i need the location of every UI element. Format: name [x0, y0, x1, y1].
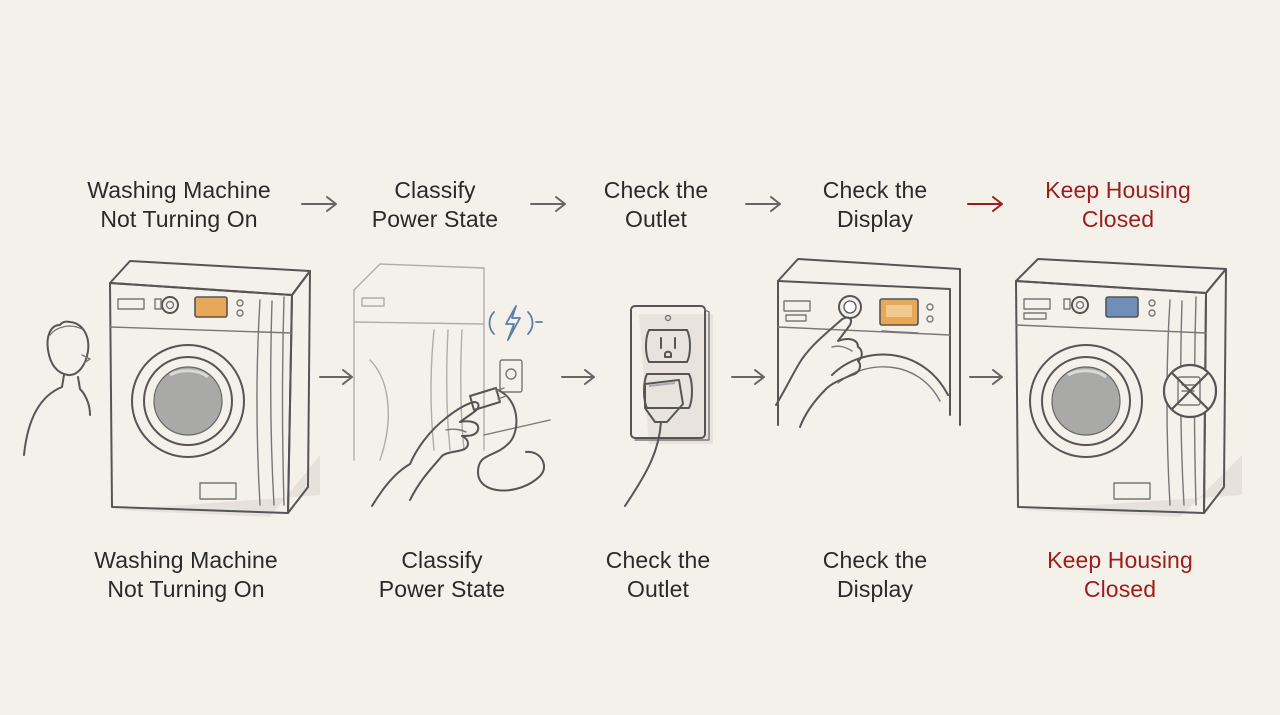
label-line: Not Turning On	[107, 576, 265, 602]
bottom-label-step-3: Check the Outlet	[538, 546, 778, 604]
right-arrow-icon	[301, 196, 337, 212]
label-line: Check the	[822, 547, 928, 573]
bottom-label-step-2: Classify Power State	[322, 546, 562, 604]
top-label-step-2: Classify Power State	[315, 176, 555, 234]
right-arrow-icon	[731, 369, 765, 385]
label-line: Not Turning On	[100, 206, 258, 232]
label-line: Power State	[378, 576, 506, 602]
label-line: Keep Housing	[1045, 177, 1191, 203]
label-line: Classify	[401, 547, 483, 573]
label-line: Outlet	[627, 576, 689, 602]
label-line: Display	[836, 576, 914, 602]
bottom-label-step-1: Washing Machine Not Turning On	[66, 546, 306, 604]
label-line: Washing Machine	[94, 547, 278, 573]
right-arrow-icon	[969, 369, 1003, 385]
label-line: Closed	[1083, 576, 1157, 602]
right-arrow-icon	[530, 196, 566, 212]
right-arrow-icon	[967, 196, 1003, 212]
right-arrow-icon	[745, 196, 781, 212]
label-line: Check the	[603, 177, 709, 203]
top-label-step-4: Check the Display	[755, 176, 995, 234]
label-line: Outlet	[625, 206, 687, 232]
top-label-step-1: Washing Machine Not Turning On	[59, 176, 299, 234]
person-icon	[23, 320, 91, 456]
prohibited-icon	[1162, 363, 1218, 419]
hand-pressing-power-button-icon	[772, 255, 970, 435]
top-label-step-5: Keep Housing Closed	[998, 176, 1238, 234]
label-line: Washing Machine	[87, 177, 271, 203]
label-line: Power State	[371, 206, 499, 232]
right-arrow-icon	[319, 369, 353, 385]
label-line: Check the	[605, 547, 711, 573]
washing-machine-person-icon	[20, 255, 320, 525]
right-arrow-icon	[561, 369, 595, 385]
label-line: Keep Housing	[1047, 547, 1193, 573]
washing-machine-do-not-open-icon	[1010, 255, 1250, 525]
bottom-label-step-4: Check the Display	[755, 546, 995, 604]
wall-outlet-icon	[605, 300, 725, 515]
label-line: Display	[836, 206, 914, 232]
hand-unplugging-icon	[350, 260, 560, 520]
label-line: Check the	[822, 177, 928, 203]
label-line: Closed	[1081, 206, 1155, 232]
lightning-icon	[488, 305, 543, 341]
label-line: Classify	[394, 177, 476, 203]
bottom-label-step-5: Keep Housing Closed	[1000, 546, 1240, 604]
top-label-step-3: Check the Outlet	[536, 176, 776, 234]
